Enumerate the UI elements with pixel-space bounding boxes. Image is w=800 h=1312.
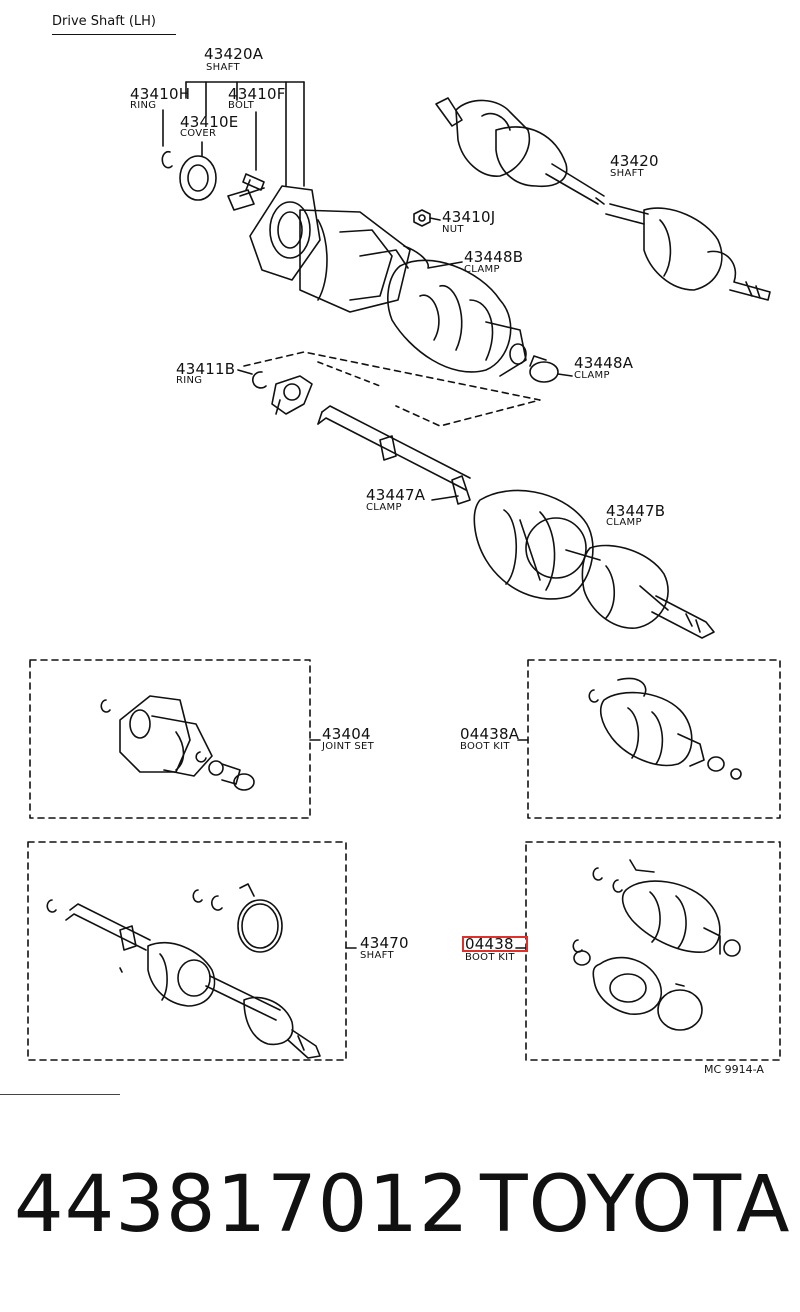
label-43447a-number: 43447A	[366, 486, 426, 504]
label-04438a-name: BOOT KIT	[460, 741, 510, 752]
bolt-43410f-part	[242, 173, 265, 191]
ring-tripod-43411b-part	[237, 369, 313, 415]
dashed-box-joint-set	[29, 659, 311, 819]
label-43410e-number: 43410E	[180, 113, 239, 131]
diagram-code: MC 9914-A	[704, 1063, 764, 1076]
label-43420a-name: SHAFT	[206, 62, 240, 73]
boot-big-part	[387, 259, 527, 377]
clamp-43448a-part	[529, 355, 573, 383]
dashed-box-shaft-43470	[27, 841, 347, 1061]
label-43404-name: JOINT SET	[322, 741, 375, 752]
label-43410h-number: 43410H	[130, 85, 191, 103]
label-43448a-name: CLAMP	[574, 370, 610, 381]
label-43447b-number: 43447B	[606, 502, 666, 520]
title-underline	[52, 34, 176, 35]
label-43448b-name: CLAMP	[464, 264, 500, 275]
label-43410j-name: NUT	[442, 224, 464, 235]
label-43470-number: 43470	[360, 934, 409, 952]
shaft-43470-contents	[46, 883, 321, 1059]
label-43410e-name: COVER	[180, 128, 217, 139]
label-04438-name: BOOT KIT	[465, 952, 515, 963]
leader-lines-43420a	[162, 81, 305, 187]
bottom-divider	[0, 1094, 120, 1095]
label-43410h-name: RING	[130, 100, 157, 111]
ring-43410h-part	[161, 150, 173, 169]
dashed-box-boot-kit	[525, 841, 781, 1061]
label-43420-name: SHAFT	[610, 168, 644, 179]
label-43448b-number: 43448B	[464, 248, 524, 266]
label-04438a-number: 04438A	[460, 725, 520, 743]
middle-shaft-part	[317, 405, 471, 505]
label-43448a-number: 43448A	[574, 354, 634, 372]
label-43470-name: SHAFT	[360, 950, 394, 961]
boot-kit-a-contents	[588, 677, 742, 780]
label-43411b-number: 43411B	[176, 360, 236, 378]
clamp-43448b-part	[403, 245, 463, 269]
outer-joint-assembly	[227, 185, 411, 313]
joint-set-contents	[100, 695, 255, 791]
label-43410f-number: 43410F	[228, 85, 286, 103]
label-43410f-name: BOLT	[228, 100, 255, 111]
part-number: 443817012	[14, 1160, 470, 1250]
label-43420a-number: 43420A	[204, 45, 264, 63]
label-04438-number[interactable]: 04438	[465, 935, 514, 953]
label-43410j-number: 43410J	[442, 208, 496, 226]
dashed-callout-outline	[243, 351, 541, 427]
label-43447a-name: CLAMP	[366, 502, 402, 513]
label-43404-number: 43404	[322, 725, 371, 743]
highlighted-part-box[interactable]	[462, 936, 528, 952]
nut-43410j-part	[413, 209, 441, 227]
boot-kit-contents	[572, 859, 741, 1031]
page-title: Drive Shaft (LH)	[52, 14, 156, 29]
cover-43410e-part	[179, 155, 217, 201]
inboard-boot-assembly	[473, 489, 715, 639]
label-43447b-name: CLAMP	[606, 517, 642, 528]
label-43411b-name: RING	[176, 375, 203, 386]
label-43420-number: 43420	[610, 152, 659, 170]
brand-name: TOYOTA	[480, 1160, 791, 1250]
shaft-43420-part	[435, 97, 771, 301]
dashed-box-boot-kit-a	[527, 659, 781, 819]
